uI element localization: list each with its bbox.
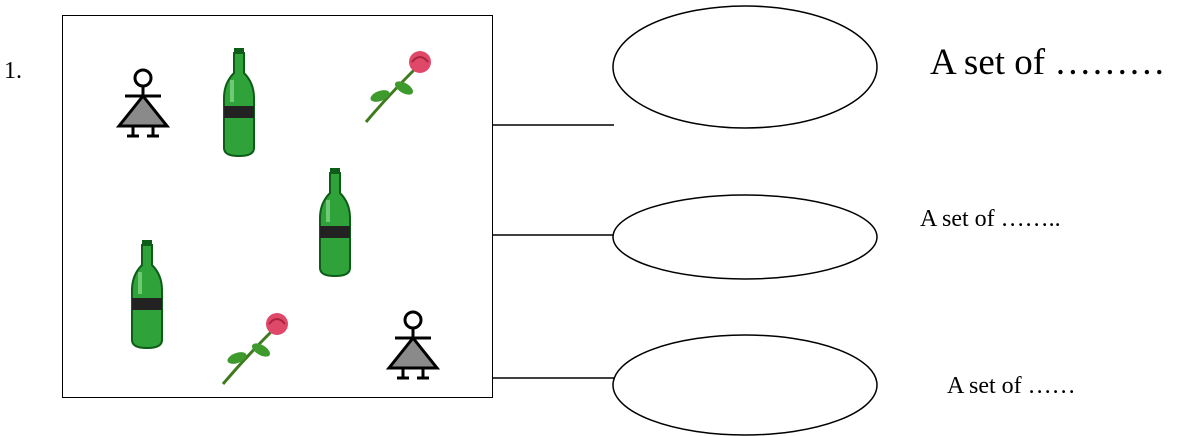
answer-label-3: A set of …… [947,373,1076,399]
rose-icon [221,313,288,385]
answer-oval-2[interactable] [612,194,878,280]
green-bottle-icon [131,240,163,350]
green-bottle-icon [223,48,255,158]
answer-oval-3[interactable] [612,334,878,436]
rose-icon [364,51,431,123]
answer-label-1: A set of ……… [930,42,1166,83]
person-icon [115,68,171,138]
answer-oval-1[interactable] [612,5,878,129]
picture-box [62,15,493,398]
answer-label-2: A set of …….. [920,206,1061,232]
person-icon [385,310,441,380]
question-number: 1. [4,58,22,84]
green-bottle-icon [319,168,351,278]
